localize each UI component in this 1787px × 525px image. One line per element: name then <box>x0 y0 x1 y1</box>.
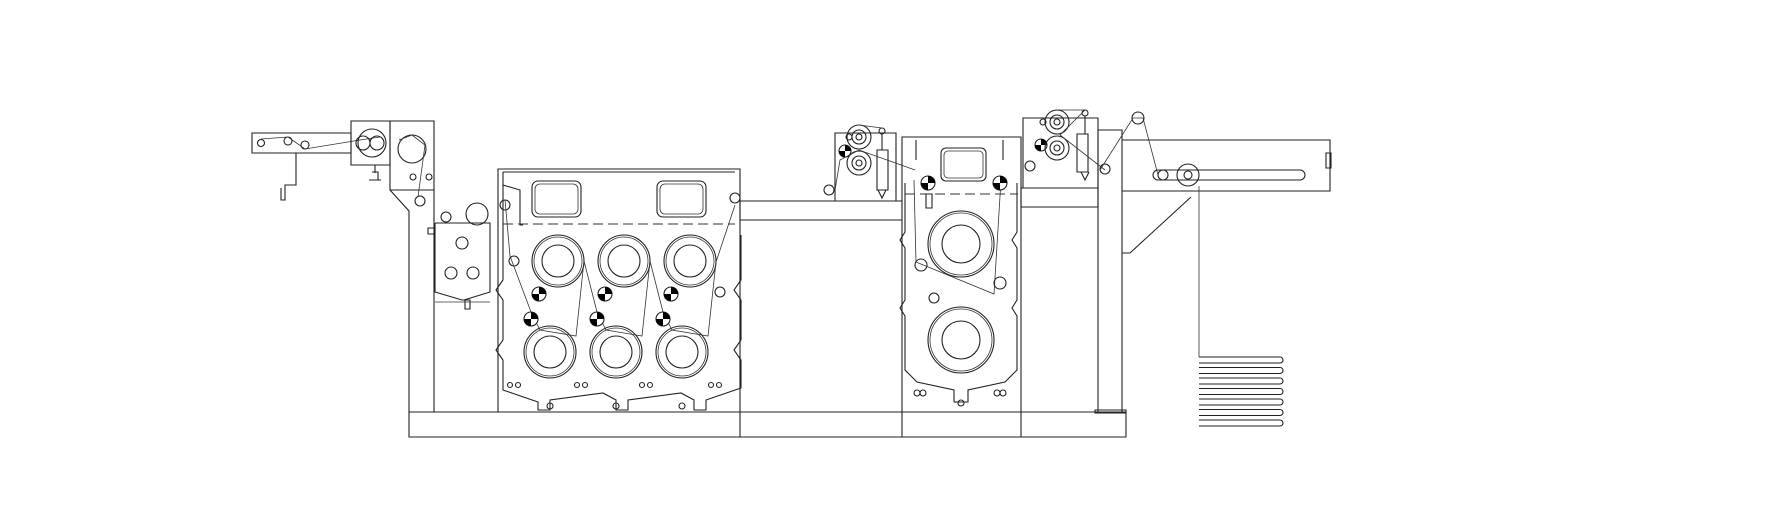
sensor-rolls <box>524 145 851 326</box>
machine-base <box>409 412 1126 437</box>
folded-fabric-stack <box>1199 357 1283 426</box>
fabric-fold <box>1199 368 1283 374</box>
feed-box <box>351 121 390 180</box>
sensor-roll-quadrant <box>524 319 531 326</box>
fabric-fold <box>1199 357 1283 363</box>
sensor-roll-quadrant <box>590 319 597 326</box>
sensor-roll-quadrant <box>539 287 546 294</box>
sensor-roll-quadrant <box>531 312 538 319</box>
fabric-fold <box>1199 399 1283 405</box>
sensor-roll-quadrant <box>663 312 670 319</box>
sensor-roll-quadrant <box>664 294 671 301</box>
fabric-fold <box>1199 420 1283 426</box>
feed-arm <box>252 133 380 200</box>
padder-unit-2 <box>1021 110 1105 207</box>
plaiter-arm <box>1122 140 1331 357</box>
sensor-roll-quadrant <box>598 294 605 301</box>
sensor-roll-quadrant <box>993 183 1000 190</box>
sensor-roll-quadrant <box>1000 176 1007 183</box>
sensor-roll-quadrant <box>921 183 928 190</box>
sensor-roll-quadrant <box>845 145 851 151</box>
sensor-roll-quadrant <box>605 287 612 294</box>
liquor-tank <box>428 203 490 309</box>
drying-unit-2 <box>900 137 1047 412</box>
fabric-fold <box>1199 410 1283 416</box>
sensor-roll-quadrant <box>597 312 604 319</box>
fabric-fold <box>1199 378 1283 384</box>
sensor-roll-quadrant <box>656 319 663 326</box>
sensor-roll-quadrant <box>671 287 678 294</box>
mount-bolts <box>508 383 722 410</box>
upper-drying-rolls <box>532 235 716 287</box>
sensor-roll-quadrant <box>839 151 845 157</box>
sensor-roll-quadrant <box>532 294 539 301</box>
entry-column <box>390 121 434 412</box>
sensor-roll-quadrant <box>1035 145 1041 151</box>
fabric-fold <box>1199 389 1283 395</box>
drying-unit-1 <box>496 145 851 412</box>
padder-unit-1 <box>740 125 915 220</box>
sensor-rolls <box>921 139 1047 190</box>
lower-drying-rolls <box>524 326 708 378</box>
exit-column <box>1095 112 1158 413</box>
sensor-roll-quadrant <box>928 176 935 183</box>
